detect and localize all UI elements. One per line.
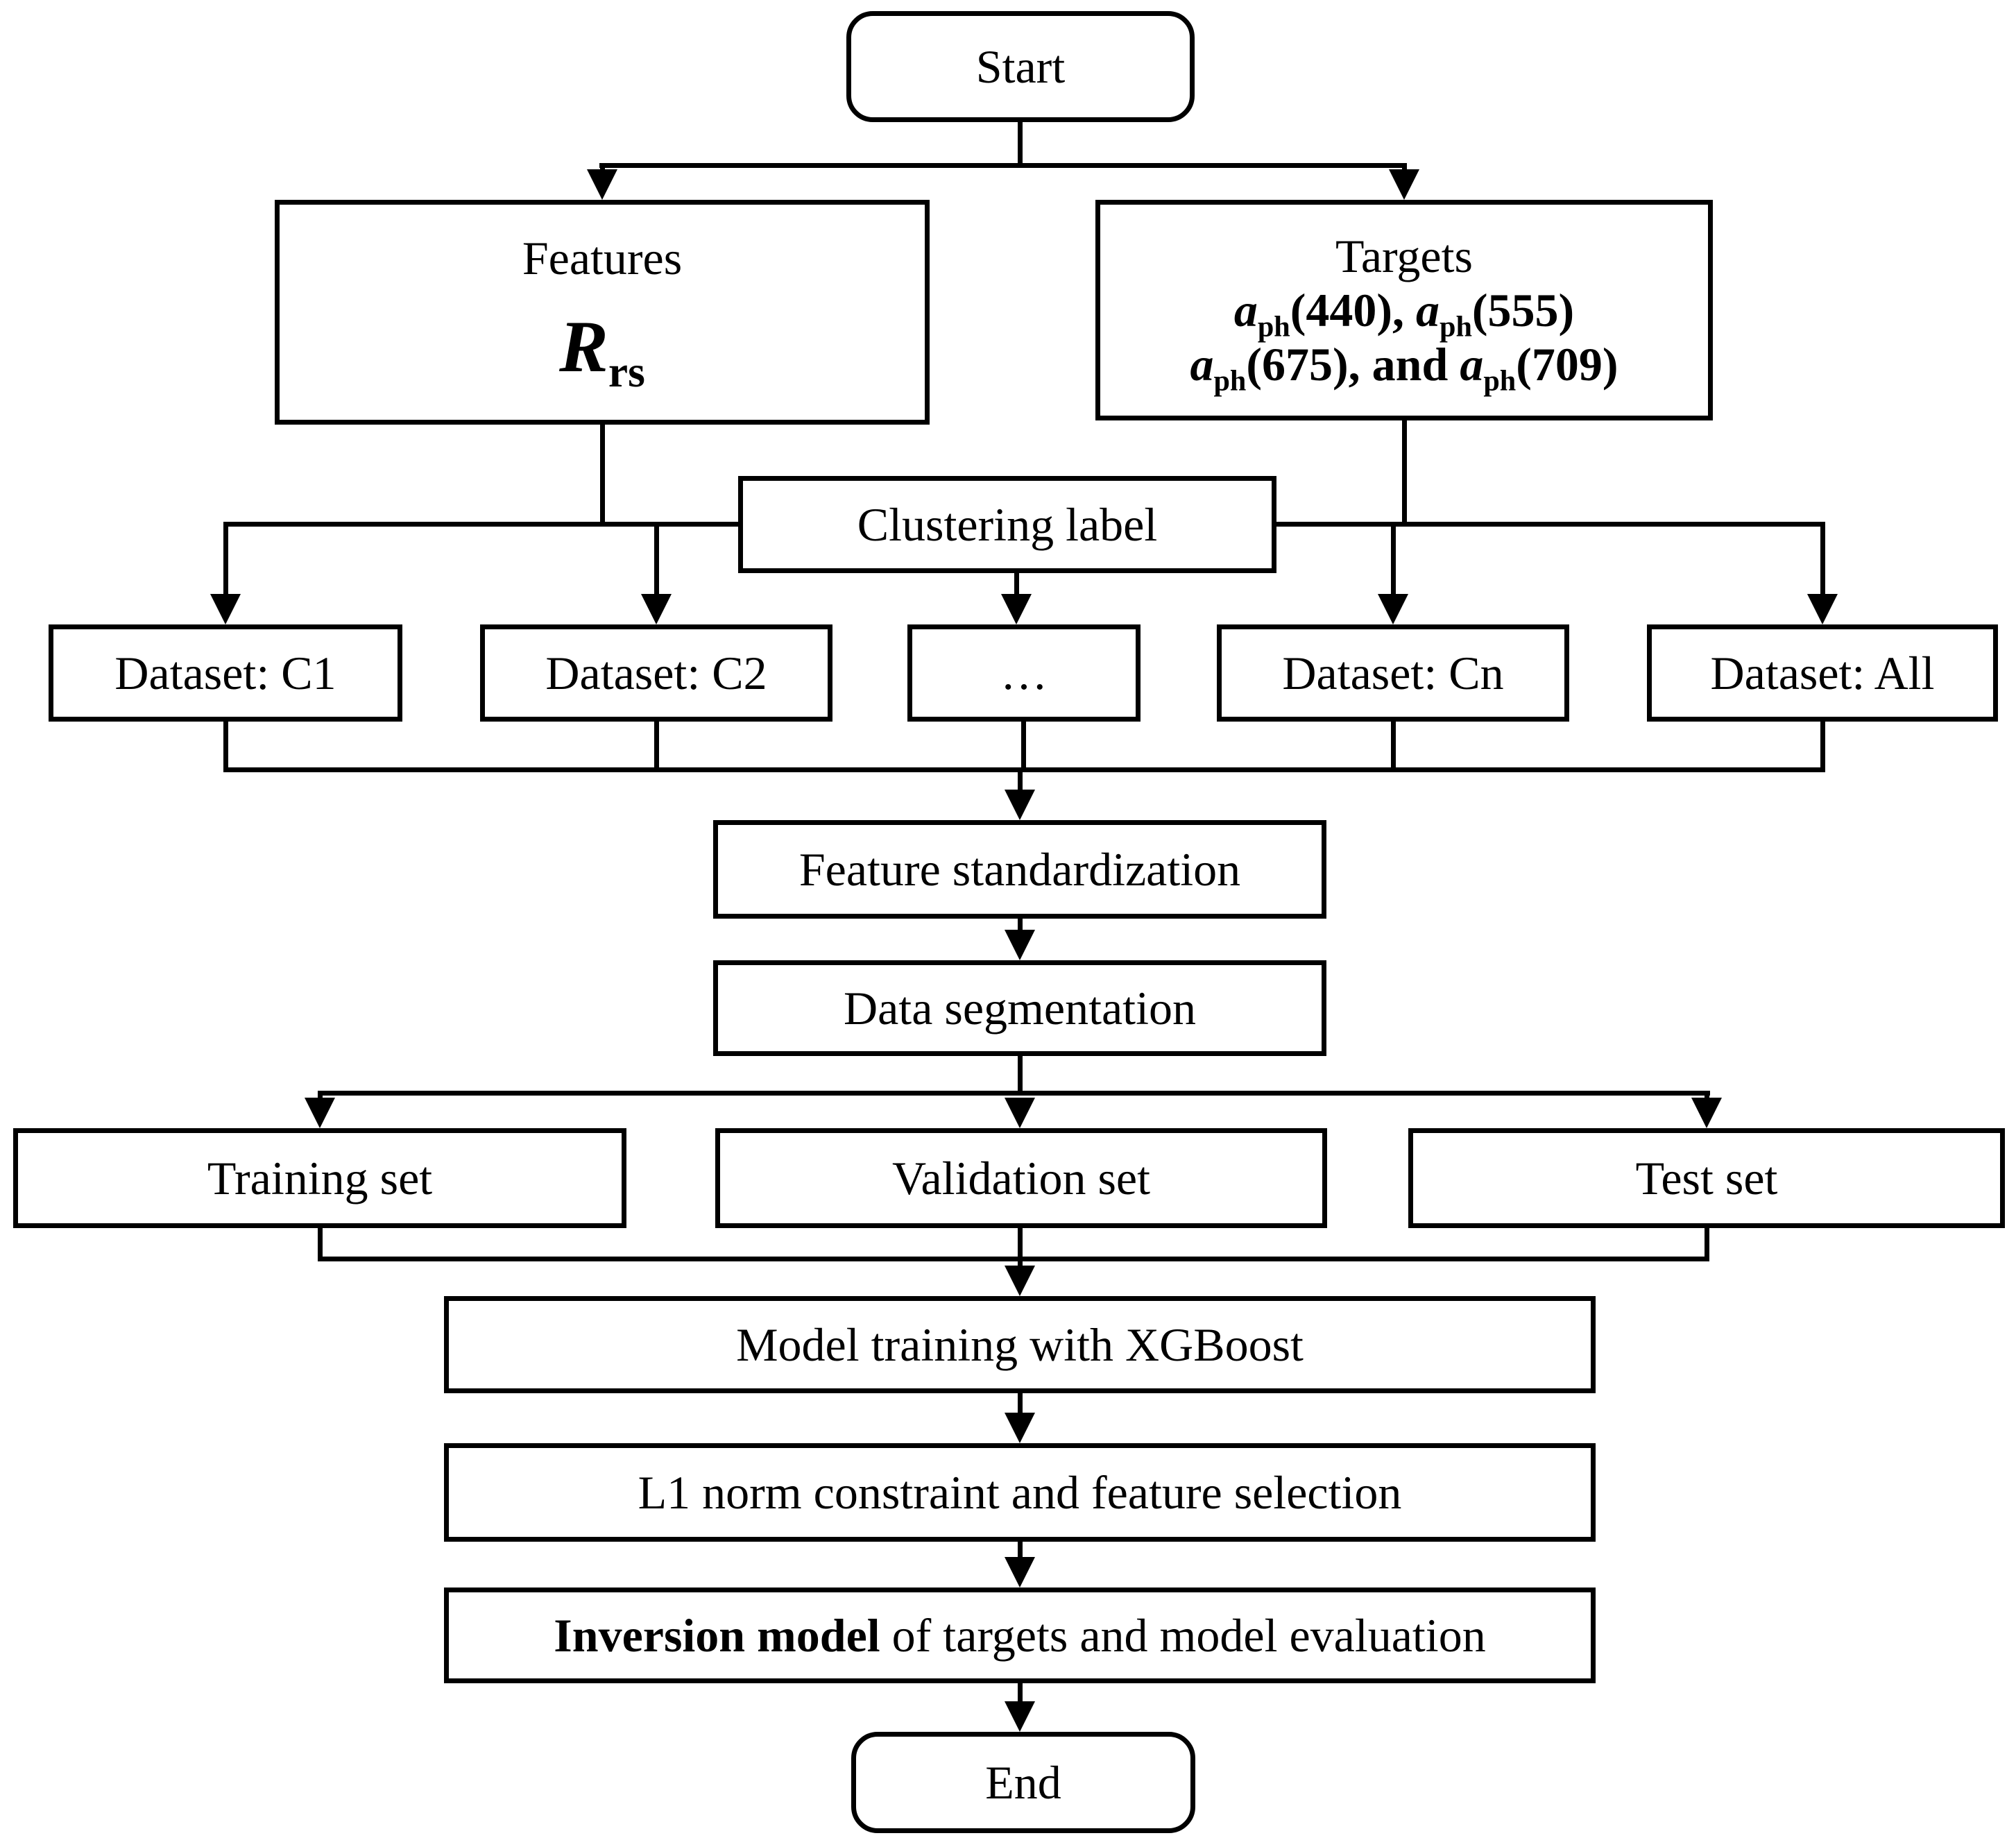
node-dataset-c1: Dataset: C1 [49, 624, 402, 722]
features-symbol-rrs: Rrs [559, 306, 645, 397]
connector [223, 522, 744, 527]
connector [1018, 1392, 1023, 1415]
node-training-set: Training set [13, 1128, 626, 1228]
arrow-to-dataset-c2 [641, 594, 672, 624]
targets-line-2: aph(675), and aph(709) [1190, 338, 1618, 398]
arrow-to-test-set [1691, 1098, 1722, 1128]
connector [1018, 1682, 1023, 1704]
connector [318, 1227, 323, 1261]
node-clustering-label-text: Clustering label [857, 497, 1158, 551]
node-dataset-all-label: Dataset: All [1710, 646, 1935, 699]
connector [654, 722, 659, 772]
connector [318, 1091, 323, 1100]
arrow-to-dataset-cn [1378, 594, 1408, 624]
node-l1-selection-label: L1 norm constraint and feature selection [638, 1465, 1402, 1519]
node-dataset-dots: … [907, 624, 1141, 722]
node-dataset-all: Dataset: All [1647, 624, 1998, 722]
node-features-title: Features [522, 232, 683, 284]
connector [1018, 1227, 1023, 1268]
arrow-to-dataset-c1 [210, 594, 241, 624]
node-model-training-label: Model training with XGBoost [736, 1318, 1304, 1371]
connector [223, 522, 228, 598]
node-inversion-model: Inversion model of targets and model eva… [444, 1588, 1596, 1683]
connector [1402, 419, 1407, 527]
node-targets-title: Targets [1335, 229, 1473, 282]
node-validation-set-label: Validation set [891, 1151, 1151, 1205]
node-start-label: Start [975, 40, 1066, 93]
connector [1014, 571, 1019, 599]
arrow-to-targets [1389, 169, 1419, 200]
arrow-to-dataset-all [1807, 594, 1838, 624]
arrow-to-feature-standardization [1005, 790, 1035, 820]
node-targets: Targets aph(440), aph(555) aph(675), and… [1095, 200, 1713, 420]
arrow-to-inversion-model [1005, 1557, 1035, 1588]
arrow-to-end [1005, 1701, 1035, 1732]
connector [1820, 722, 1825, 772]
connector [318, 1257, 1709, 1261]
node-dataset-c1-label: Dataset: C1 [114, 646, 336, 699]
node-test-set-label: Test set [1635, 1151, 1778, 1205]
node-end: End [851, 1732, 1195, 1833]
connector [1018, 917, 1023, 934]
arrow-to-data-segmentation [1005, 930, 1035, 960]
connector [1391, 522, 1396, 598]
connector [1018, 1055, 1023, 1095]
connector [1705, 1091, 1709, 1100]
node-dataset-cn-label: Dataset: Cn [1282, 646, 1504, 699]
connector [223, 767, 1825, 772]
node-dataset-dots-label: … [1000, 646, 1048, 699]
arrow-to-model-training [1005, 1266, 1035, 1296]
node-dataset-c2: Dataset: C2 [480, 624, 832, 722]
connector [1021, 722, 1026, 772]
connector [600, 422, 605, 526]
arrow-to-training-set [305, 1098, 335, 1128]
node-data-segmentation: Data segmentation [713, 960, 1326, 1056]
node-l1-selection: L1 norm constraint and feature selection [444, 1443, 1596, 1542]
node-data-segmentation-label: Data segmentation [844, 981, 1196, 1035]
node-model-training: Model training with XGBoost [444, 1296, 1596, 1393]
connector [318, 1091, 1710, 1096]
node-training-set-label: Training set [207, 1151, 433, 1205]
node-start: Start [846, 11, 1195, 122]
connector [1705, 1227, 1709, 1261]
node-feature-standardization: Feature standardization [713, 820, 1326, 919]
node-test-set: Test set [1408, 1128, 2005, 1228]
connector [1391, 722, 1396, 772]
connector [1018, 1540, 1023, 1560]
connector [1820, 522, 1825, 598]
connector [223, 722, 228, 772]
node-inversion-model-label: Inversion model of targets and model eva… [554, 1608, 1486, 1662]
node-features: Features Rrs [275, 200, 930, 425]
node-clustering-label: Clustering label [738, 476, 1276, 573]
connector [1018, 767, 1023, 794]
arrow-to-dataset-dots [1001, 594, 1032, 624]
node-end-label: End [985, 1755, 1061, 1809]
arrow-to-features [587, 169, 617, 200]
arrow-to-validation-set [1005, 1098, 1035, 1128]
node-dataset-c2-label: Dataset: C2 [545, 646, 767, 699]
connector [1018, 119, 1023, 168]
arrow-to-l1-selection [1005, 1413, 1035, 1443]
targets-line-1: aph(440), aph(555) [1233, 283, 1575, 343]
node-validation-set: Validation set [715, 1128, 1327, 1228]
node-dataset-cn: Dataset: Cn [1217, 624, 1569, 722]
connector [1274, 522, 1825, 527]
node-feature-standardization-label: Feature standardization [798, 842, 1241, 896]
connector [654, 522, 659, 598]
connector [599, 163, 1407, 168]
